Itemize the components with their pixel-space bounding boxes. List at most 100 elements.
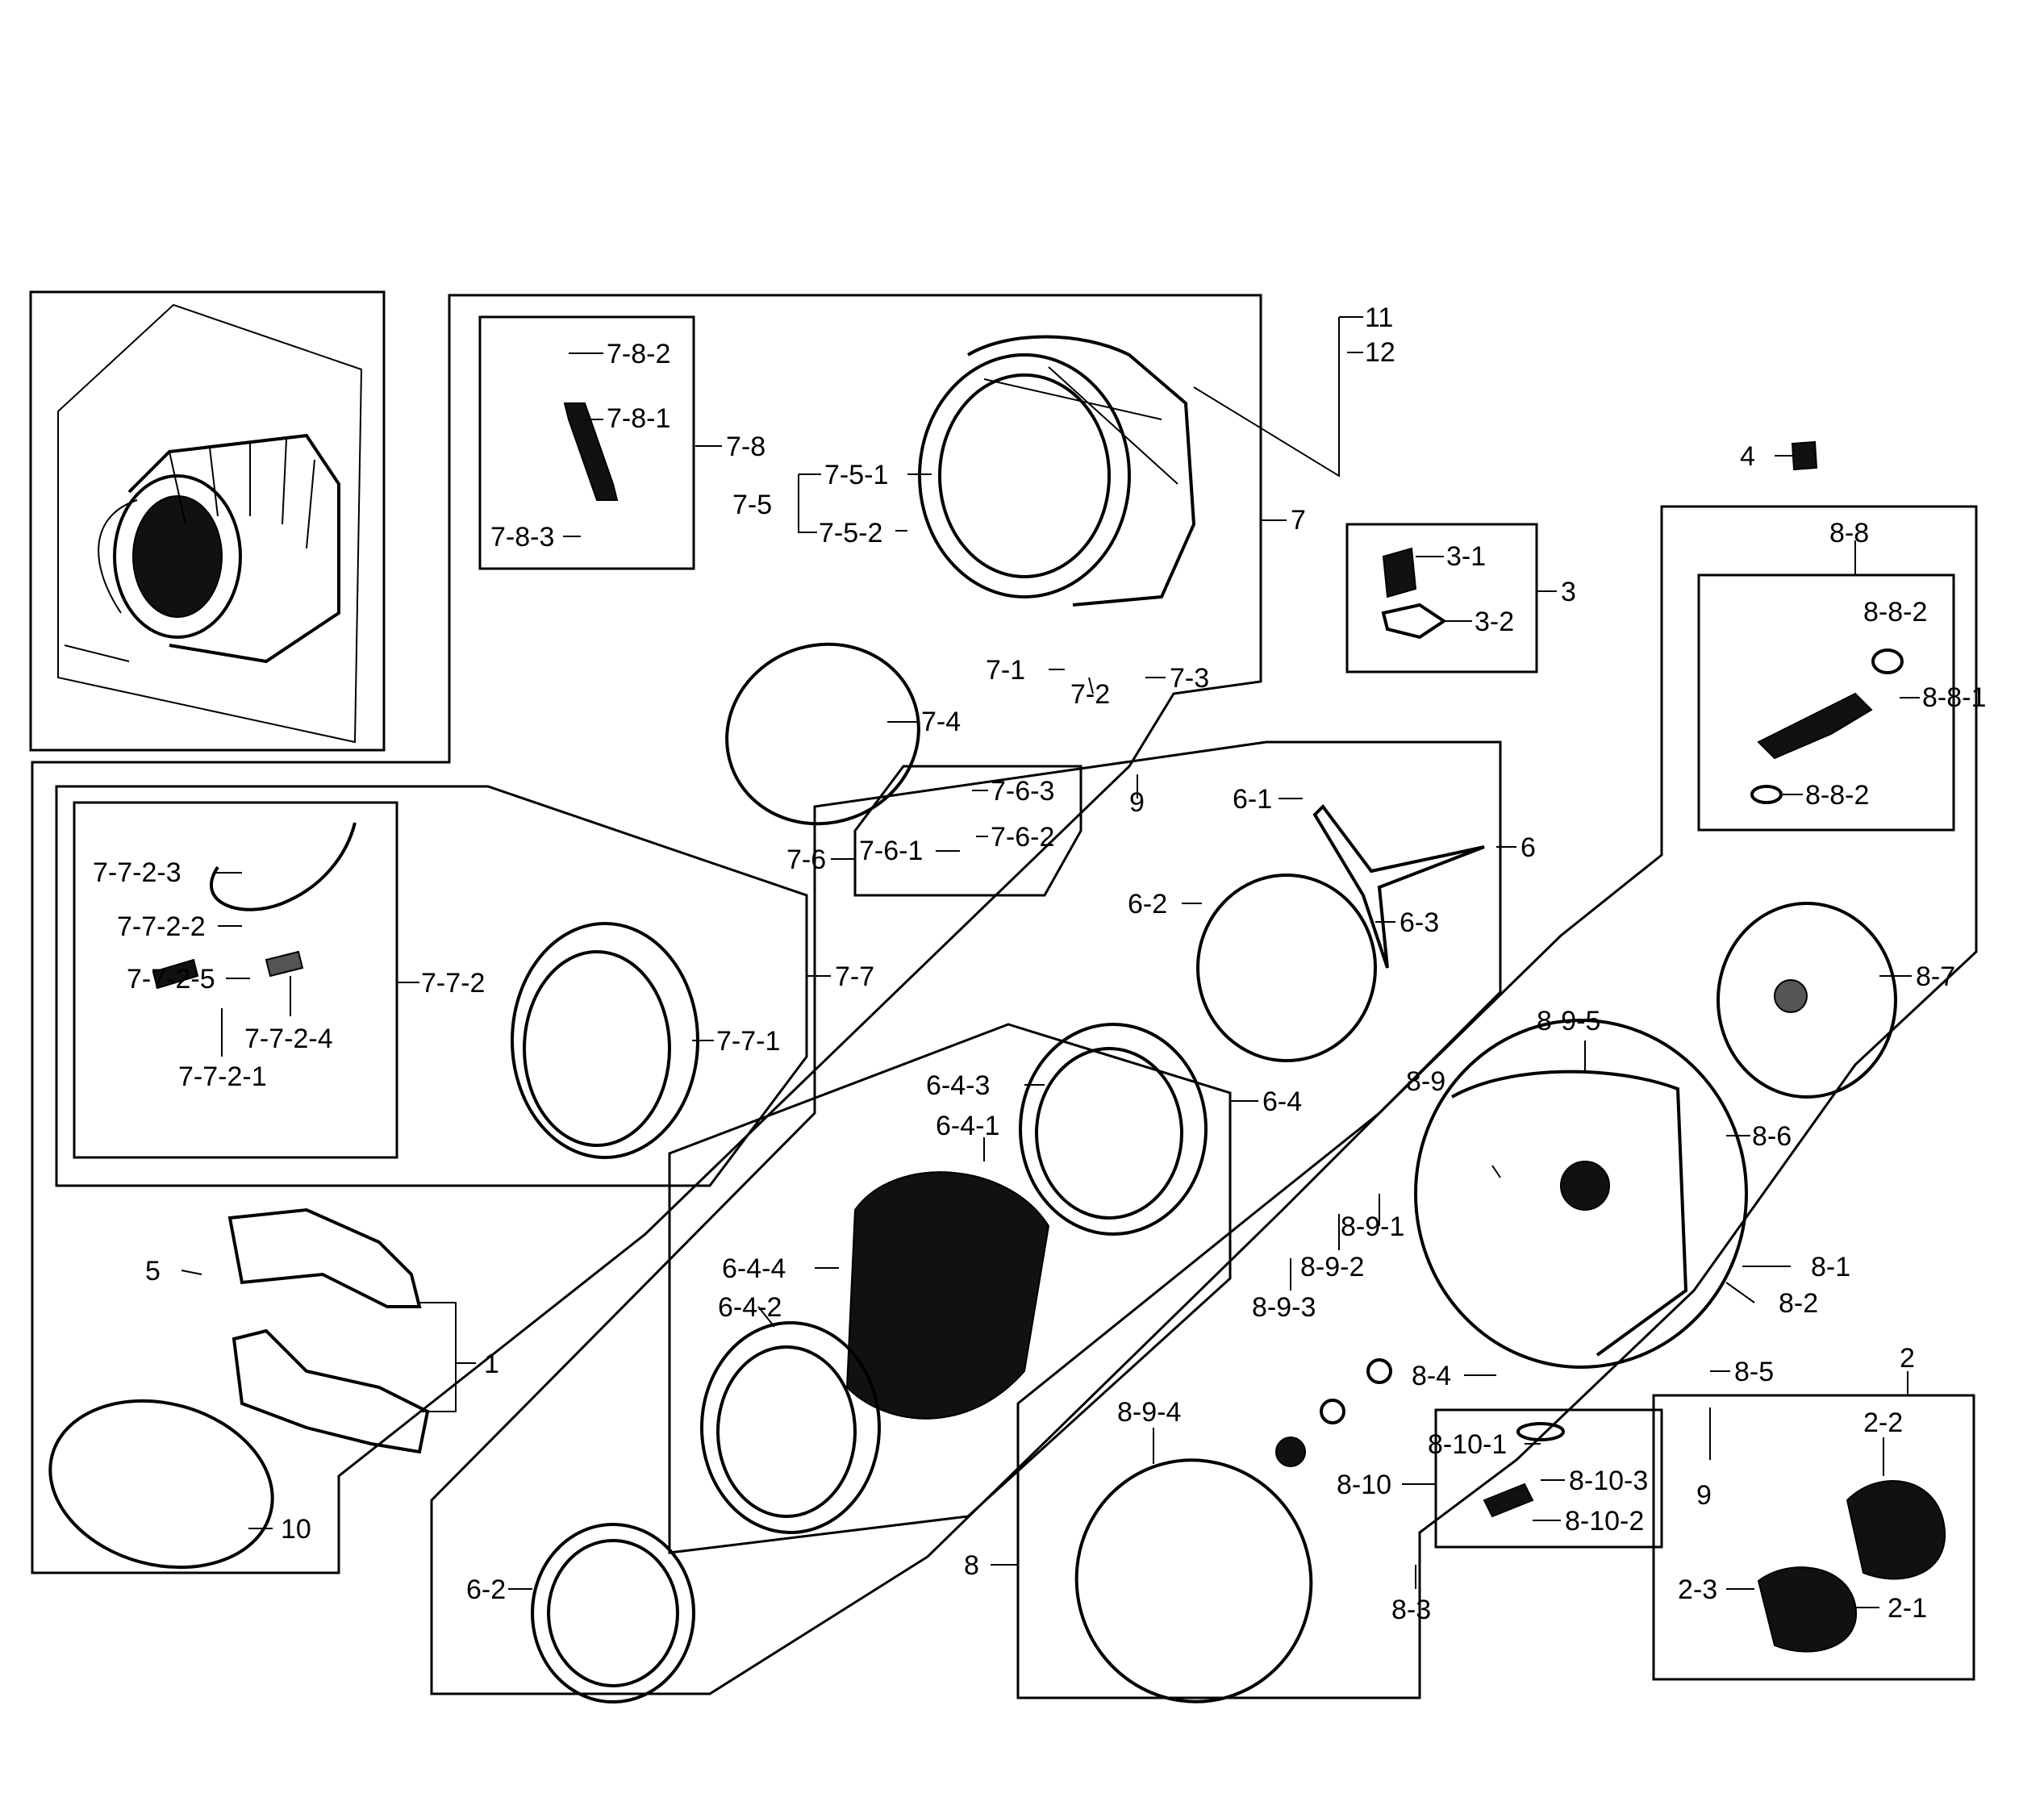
bracket-1-top (227, 1207, 422, 1308)
label-6-4-4: 6-4-4 (722, 1253, 786, 1284)
group-7-6-frame (853, 765, 1082, 897)
clamp-4 (1791, 440, 1818, 471)
label-8-9-5: 8-9-5 (1537, 1006, 1600, 1036)
label-6-3: 6-3 (1400, 907, 1439, 938)
label-3-1: 3-1 (1446, 541, 1486, 572)
group-8-8-frame (1697, 573, 1955, 832)
clamp-8-10-1 (1516, 1422, 1565, 1441)
gasket-6-2-bottom (531, 1523, 695, 1703)
label-7-4: 7-4 (921, 707, 961, 737)
label-1: 1 (484, 1349, 499, 1379)
drum-back-inner (1035, 1047, 1183, 1220)
label-6-2-top: 6-2 (1128, 889, 1167, 920)
tub-front-8 (1414, 1019, 1748, 1369)
label-8-8-1: 8-8-1 (1922, 682, 1986, 713)
label-7: 7 (1291, 505, 1306, 536)
label-7-2: 7-2 (1070, 679, 1110, 710)
label-8-1: 8-1 (1811, 1252, 1850, 1282)
leader-lines (181, 316, 1920, 1608)
label-2-3: 2-3 (1678, 1574, 1717, 1605)
clamp-8-8-2-top (1871, 648, 1904, 674)
label-7-6-2: 7-6-2 (991, 822, 1054, 853)
group-7-7-frame (55, 785, 808, 1187)
label-7-7: 7-7 (835, 961, 874, 992)
washer-8-9-1 (1366, 1358, 1392, 1384)
group-8-10-frame (1434, 1408, 1663, 1549)
label-8-7: 8-7 (1916, 961, 1955, 992)
label-6-1: 6-1 (1233, 784, 1272, 815)
group-7-frame (31, 294, 1262, 1574)
assembled-view-outline (57, 303, 363, 744)
label-7-8-2: 7-8-2 (607, 339, 670, 369)
label-6-4-2: 6-4-2 (718, 1292, 782, 1323)
label-7-7-2: 7-7-2 (421, 968, 485, 999)
label-8-5: 8-5 (1734, 1357, 1774, 1387)
label-8-9-2: 8-9-2 (1300, 1252, 1364, 1282)
label-8-9-4: 8-9-4 (1117, 1397, 1181, 1428)
drum-back-6-4-3 (1019, 1023, 1208, 1236)
label-8-3: 8-3 (1391, 1595, 1431, 1625)
drum-front-inner (716, 1345, 857, 1518)
label-9-bottom: 9 (1696, 1480, 1712, 1511)
label-6-2-bottom: 6-2 (466, 1574, 506, 1605)
label-6-4-3: 6-4-3 (926, 1070, 990, 1101)
label-6-4-1: 6-4-1 (936, 1111, 999, 1141)
label-8-8: 8-8 (1829, 518, 1869, 548)
hose-7-7-2-3 (210, 822, 357, 911)
label-7-8-3: 7-8-3 (490, 522, 554, 553)
label-7-7-2-4: 7-7-2-4 (244, 1024, 333, 1054)
label-7-1: 7-1 (986, 655, 1025, 686)
ring-10 (48, 1399, 274, 1570)
label-3-2: 3-2 (1475, 607, 1514, 637)
label-9-top: 9 (1129, 787, 1145, 818)
label-7-5: 7-5 (732, 490, 772, 520)
tub-front-hub (1560, 1161, 1610, 1211)
group-6-4-frame (668, 1023, 1232, 1554)
hose-7-7-2-5 (152, 958, 199, 990)
label-4: 4 (1740, 441, 1755, 472)
label-7-8-1: 7-8-1 (607, 403, 670, 434)
ring-8-9-4 (1074, 1458, 1313, 1703)
door-ring-inner (523, 950, 671, 1147)
tub-front-body (1451, 1070, 1688, 1357)
assembled-washer-image (64, 433, 340, 664)
label-7-8: 7-8 (726, 432, 765, 462)
spider-6-3 (1312, 803, 1485, 969)
rotor-2-1 (1757, 1566, 1858, 1653)
label-8: 8 (964, 1550, 979, 1581)
label-8-6: 8-6 (1752, 1121, 1792, 1152)
label-8-9-1: 8-9-1 (1341, 1211, 1404, 1242)
label-2-1: 2-1 (1888, 1593, 1927, 1624)
pump-2-2 (1846, 1480, 1946, 1580)
label-12: 12 (1365, 337, 1395, 368)
label-7-7-2-3: 7-7-2-3 (93, 857, 181, 888)
assembled-view-frame (29, 290, 386, 752)
label-8-4: 8-4 (1412, 1361, 1451, 1391)
group-6-frame (430, 740, 1502, 1695)
hose-8-8-1 (1757, 692, 1873, 760)
drum-6-4-1 (845, 1171, 1050, 1420)
label-7-7-2-1: 7-7-2-1 (178, 1061, 267, 1092)
label-7-7-2-5: 7-7-2-5 (127, 964, 215, 995)
label-8-2: 8-2 (1779, 1288, 1818, 1319)
group-2-frame (1652, 1394, 1975, 1681)
label-2-2: 2-2 (1863, 1407, 1903, 1438)
label-8-10-1: 8-10-1 (1428, 1429, 1507, 1460)
gasket-6-2-top (1196, 874, 1377, 1062)
label-2: 2 (1900, 1343, 1915, 1374)
hose-7-8-1 (563, 402, 619, 501)
heater-3-1 (1382, 547, 1417, 598)
label-7-5-2: 7-5-2 (819, 518, 882, 548)
label-7-7-2-2: 7-7-2-2 (117, 911, 206, 942)
hose-8-10 (1483, 1482, 1534, 1518)
gasket-6-2-bottom-inner (547, 1539, 679, 1687)
label-7-6: 7-6 (786, 844, 826, 875)
label-8-8-2-bottom: 8-8-2 (1805, 780, 1869, 811)
label-7-6-3: 7-6-3 (991, 776, 1054, 807)
label-8-10-2: 8-10-2 (1565, 1506, 1644, 1537)
label-6: 6 (1520, 832, 1536, 863)
bracket-3-2 (1381, 603, 1447, 640)
group-8-frame (1016, 505, 1978, 1699)
label-7-6-1: 7-6-1 (859, 836, 923, 866)
label-7-5-1: 7-5-1 (824, 460, 888, 490)
